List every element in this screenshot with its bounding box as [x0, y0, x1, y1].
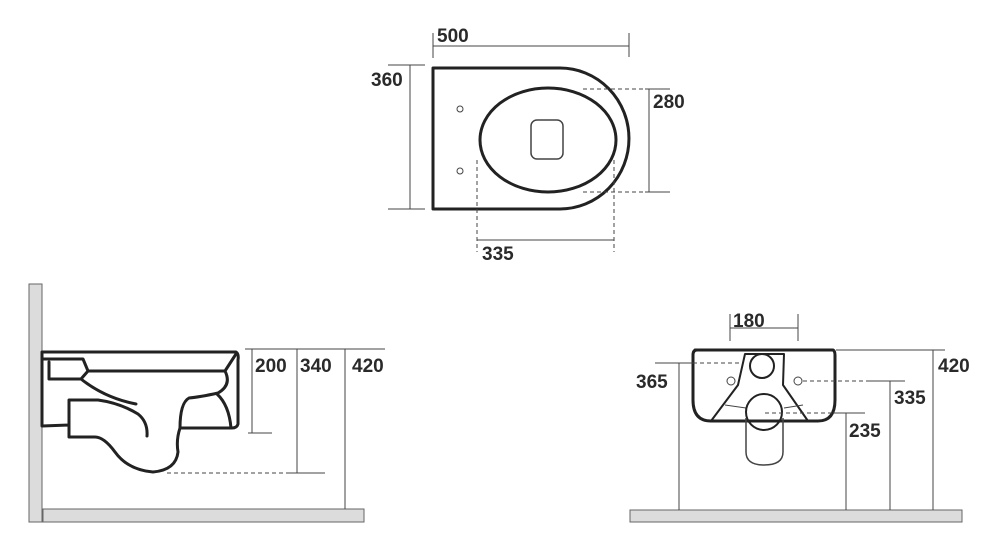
fixing-hole	[456, 105, 464, 113]
outlet-tail	[745, 418, 784, 466]
fixing-hole	[456, 167, 464, 175]
dim-335-label: 335	[482, 244, 514, 265]
toilet-outline-front	[691, 348, 837, 423]
toilet-trap-front	[710, 353, 809, 422]
dim-235-line	[833, 412, 865, 510]
fixing-hole	[726, 376, 736, 386]
dim-335-label: 335	[894, 388, 926, 409]
dim-200-label: 200	[255, 356, 287, 377]
dim-180-label: 180	[733, 311, 765, 332]
toilet-outline-top	[431, 66, 631, 211]
toilet-outline-side	[40, 350, 240, 474]
dim-420-label: 420	[938, 356, 970, 377]
front-view: 180 365 420 335 235	[629, 311, 970, 523]
dim-340-line	[290, 349, 325, 474]
dim-340-label: 340	[300, 356, 332, 377]
dim-500-line	[432, 33, 630, 58]
wall	[28, 283, 43, 523]
side-view: 200 340 420	[28, 283, 385, 523]
flush-opening	[530, 119, 564, 160]
dim-500-label: 500	[437, 26, 469, 47]
dim-335-line	[867, 380, 905, 510]
floor	[42, 508, 365, 523]
dim-335-guides	[476, 160, 615, 252]
dim-280-label: 280	[653, 92, 685, 113]
floor	[629, 509, 963, 523]
dim-365-label: 365	[636, 372, 668, 393]
dim-420-line	[836, 349, 945, 510]
dim-180-line	[729, 314, 799, 341]
top-view: 500 360 280 335	[371, 26, 685, 265]
dim-365-line	[655, 362, 693, 510]
bowl-rim	[478, 86, 618, 194]
dim-235-label: 235	[849, 421, 881, 442]
toilet-rim-side	[40, 352, 238, 430]
dim-280-line	[645, 88, 670, 193]
dim-360-label: 360	[371, 70, 403, 91]
outlet-pipe	[745, 393, 783, 431]
dim-200-line	[248, 349, 272, 434]
dim-420-label: 420	[352, 356, 384, 377]
trap-edges	[724, 404, 804, 409]
inlet-pipe	[749, 353, 775, 379]
dim-360-line	[388, 64, 425, 210]
fixing-hole	[793, 376, 803, 386]
